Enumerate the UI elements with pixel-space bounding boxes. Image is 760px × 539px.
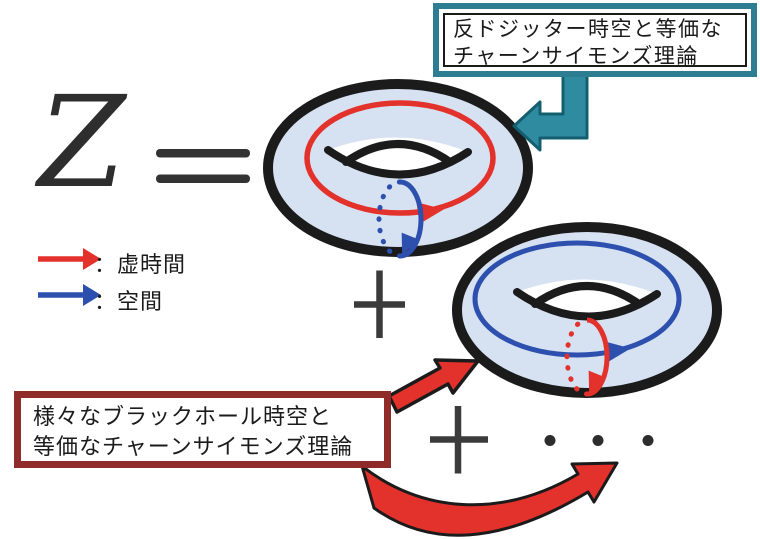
- imaginary-time-cycle: [304, 100, 496, 216]
- space-arrowhead-icon: [401, 232, 419, 256]
- plus-operator-2: [430, 406, 488, 474]
- torus-hole-upper-arc: [342, 140, 454, 166]
- black-hole-annotation-line1: 様々なブラックホール時空と: [33, 404, 333, 429]
- torus-thermal-ads: [263, 79, 533, 259]
- imaginary-time-cycle-back-dotted: [564, 317, 590, 397]
- plus-operator-1: [354, 270, 405, 338]
- space-cycle-back-dotted: [376, 179, 403, 259]
- legend-space-label: ：空間: [94, 289, 164, 314]
- black-hole-annotation-box: 様々なブラックホール時空と 等価なチャーンサイモンズ理論: [14, 391, 391, 468]
- space-arrowhead-icon: [603, 341, 631, 363]
- equals-sign: [156, 149, 250, 183]
- space-cycle: [472, 240, 682, 358]
- space-cycle-front: [399, 179, 424, 259]
- teal-elbow-arrow-icon: [512, 68, 589, 152]
- ads-annotation-line1: 反ドジッター時空と等価な: [453, 18, 723, 41]
- legend-imaginary-time-arrow-icon: [38, 248, 101, 270]
- torus-black-hole: [452, 222, 722, 398]
- legend-imaginary-time-label: ：虚時間: [94, 252, 187, 277]
- black-hole-annotation-line2: 等価なチャーンサイモンズ理論: [33, 434, 354, 459]
- ellipsis-dots: [544, 435, 654, 446]
- torus-hole-upper-arc: [531, 282, 643, 308]
- imaginary-time-cycle-front: [586, 317, 610, 397]
- red-arrow-to-torus-icon: [387, 358, 480, 414]
- red-swoosh-arrow-icon: [360, 461, 619, 537]
- legend-space-arrow-icon: [38, 284, 101, 306]
- imaginary-time-arrowhead-icon: [588, 370, 606, 394]
- partition-function-symbol: Z: [38, 69, 126, 216]
- ads-annotation-line2: チャーンサイモンズ理論: [453, 45, 699, 68]
- ads-annotation-box: 反ドジッター時空と等価な チャーンサイモンズ理論: [433, 3, 757, 77]
- ads-annotation-inner-frame: 反ドジッター時空と等価な チャーンサイモンズ理論: [443, 13, 747, 68]
